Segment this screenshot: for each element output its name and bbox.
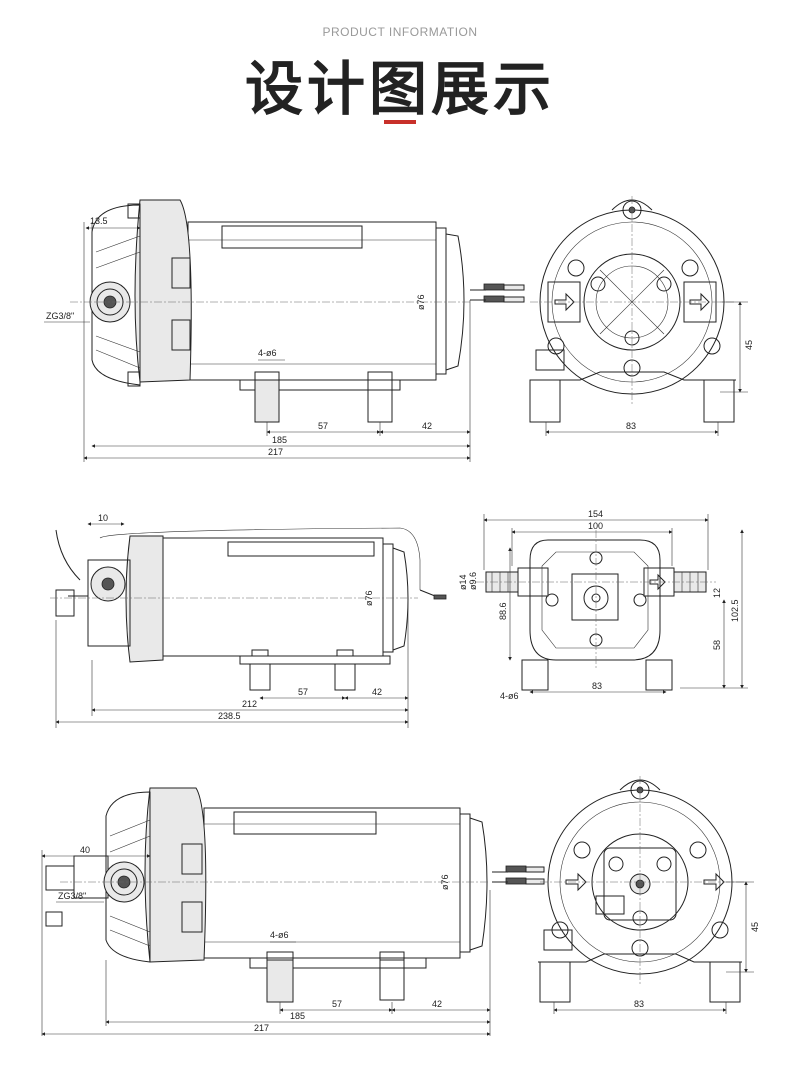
port-label: ZG3/8" xyxy=(58,891,86,901)
mount-hole-label: 4-ø6 xyxy=(258,348,277,358)
diameter-label: ø76 xyxy=(364,590,374,606)
dim-238-5: 238.5 xyxy=(218,711,241,721)
diameter-label: ø76 xyxy=(416,294,426,310)
port-inlet-icon xyxy=(101,577,115,591)
rubber-foot xyxy=(249,663,271,691)
dim-40: 40 xyxy=(80,845,90,855)
dia-14: ø14 xyxy=(458,574,468,590)
bolt xyxy=(681,259,699,277)
rubber-foot xyxy=(254,379,280,423)
mount-hole-label: 4-ø6 xyxy=(500,691,519,701)
header: PRODUCT INFORMATION 设计图展示 xyxy=(0,0,800,140)
motor-end-cap xyxy=(392,547,409,651)
dim-57: 57 xyxy=(298,687,308,697)
dim-42: 42 xyxy=(422,421,432,431)
outlet-arrow-box xyxy=(683,281,717,323)
foot-left xyxy=(521,659,549,691)
dim-185: 185 xyxy=(290,1011,305,1021)
view-bottom-side: 40 ZG3/8" 4-ø6 ø76 57 42 185 217 xyxy=(41,787,545,1036)
dim-212: 212 xyxy=(242,699,257,709)
dim-12: 12 xyxy=(712,588,722,598)
dim-217: 217 xyxy=(268,447,283,457)
foot-left xyxy=(529,379,561,423)
dia-9-6: ø9.6 xyxy=(468,572,478,590)
dim-10: 10 xyxy=(98,513,108,523)
foot-right xyxy=(645,659,673,691)
rubber-foot xyxy=(379,959,405,1001)
dim-217: 217 xyxy=(254,1023,269,1033)
rubber-foot xyxy=(266,959,294,1003)
pump-head xyxy=(70,199,470,387)
dim-102-5: 102.5 xyxy=(730,599,740,622)
dim-42: 42 xyxy=(372,687,382,697)
inlet-arrow-box xyxy=(547,281,581,323)
motor-end-cap xyxy=(469,817,488,951)
dim-83: 83 xyxy=(592,681,602,691)
port-label: ZG3/8" xyxy=(46,311,74,321)
dim-83: 83 xyxy=(634,999,644,1009)
motor-label-plate xyxy=(233,811,377,835)
rubber-foot xyxy=(367,379,393,423)
bolt xyxy=(567,259,585,277)
dim-45: 45 xyxy=(750,922,760,932)
header-subtitle: PRODUCT INFORMATION xyxy=(322,25,478,39)
dim-13-5: 13.5 xyxy=(90,216,108,226)
base-plate xyxy=(239,655,391,665)
bolt xyxy=(573,841,591,859)
view-mid-front: 154 100 ø14 ø9.6 88.6 12 102.5 58 4-ø6 8… xyxy=(458,509,748,701)
pump-outline xyxy=(529,539,661,661)
title-accent-bar xyxy=(384,120,416,124)
motor-body xyxy=(187,221,437,381)
dim-88-6: 88.6 xyxy=(498,602,508,620)
dim-83: 83 xyxy=(626,421,636,431)
motor-body xyxy=(203,807,461,959)
dim-45: 45 xyxy=(744,340,754,350)
view-bottom-front: 45 83 xyxy=(538,776,760,1014)
dim-185: 185 xyxy=(272,435,287,445)
foot-right xyxy=(703,379,735,423)
mount-hole-label: 4-ø6 xyxy=(270,930,289,940)
dim-42: 42 xyxy=(432,999,442,1009)
wire-connector xyxy=(470,283,525,303)
dim-57: 57 xyxy=(318,421,328,431)
dim-58: 58 xyxy=(712,640,722,650)
inlet-arrow-icon xyxy=(565,872,587,892)
base-plate xyxy=(239,379,401,391)
dim-154: 154 xyxy=(588,509,603,519)
dim-100: 100 xyxy=(588,521,603,531)
view-mid-side: 10 ø76 57 42 212 238.5 xyxy=(50,513,447,728)
motor-label-plate xyxy=(221,225,363,249)
outlet-arrow-icon xyxy=(649,573,666,591)
page-title: 设计图展示 xyxy=(244,55,555,123)
view-top-front: 45 83 xyxy=(529,196,754,436)
bolt xyxy=(689,841,707,859)
motor-end-cap xyxy=(445,233,465,371)
pump-head xyxy=(125,535,164,663)
view-top-side: 13.5 ZG3/8" 4-ø6 ø76 57 42 185 217 xyxy=(44,199,525,462)
base-plate xyxy=(249,957,427,969)
wire-connector xyxy=(492,865,545,885)
diameter-label: ø76 xyxy=(440,874,450,890)
dim-57: 57 xyxy=(332,999,342,1009)
rubber-foot xyxy=(334,663,356,691)
foot-left xyxy=(539,961,571,1003)
pump-head xyxy=(45,787,490,963)
motor-label-plate xyxy=(227,541,375,557)
foot-right xyxy=(709,961,741,1003)
outlet-arrow-icon xyxy=(703,872,725,892)
